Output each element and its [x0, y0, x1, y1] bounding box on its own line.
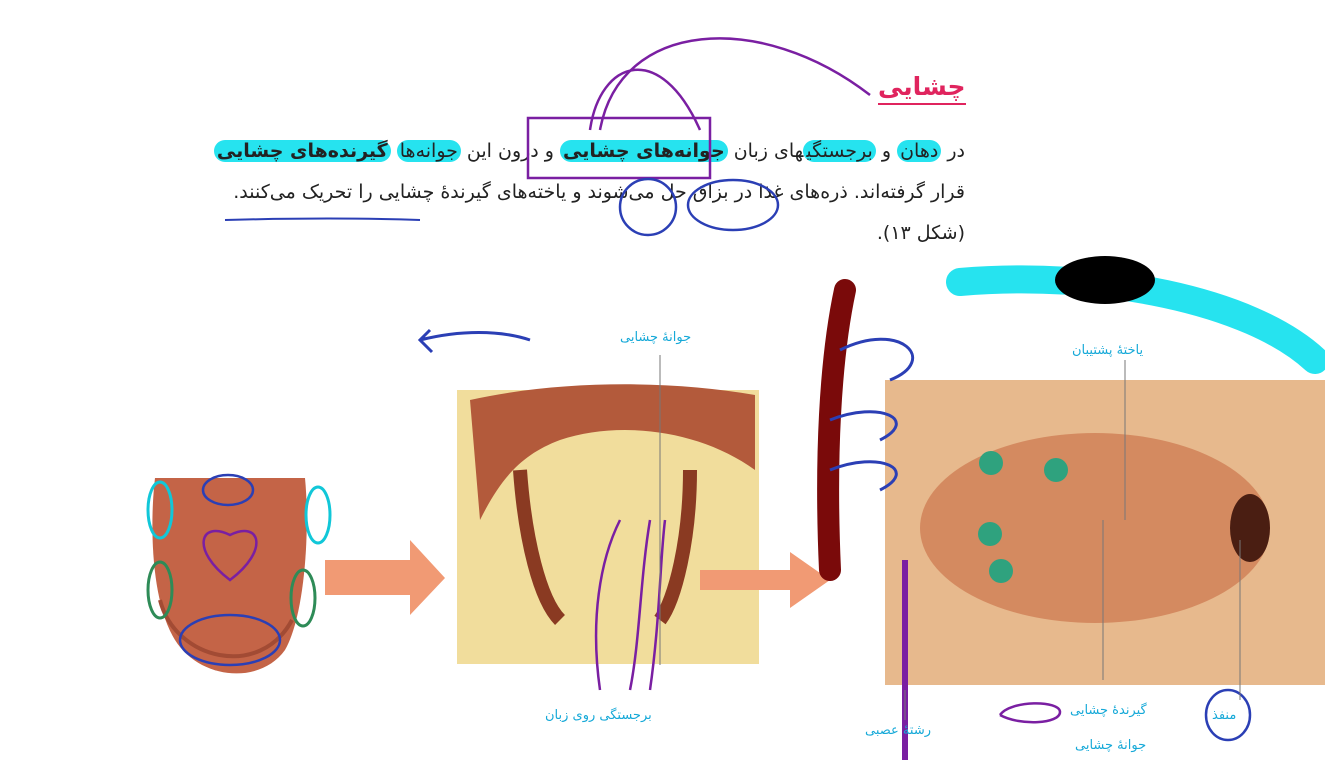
label-yakhteh-poshtiban: یاخته‌ٔ پشتیبان [1072, 343, 1143, 358]
receptor-cell-3 [978, 522, 1002, 546]
receptor-cell-2 [1044, 458, 1068, 482]
label-manfaz: منفذ [1212, 708, 1236, 723]
label-girandeh-chashayi: گیرندهٔ چشایی [1070, 703, 1147, 718]
label-reshteh-asabi: رشتهٔ عصبی [865, 723, 931, 738]
purple-spiral [1000, 703, 1060, 722]
cyan-oval-right [306, 487, 330, 543]
purple-arc-2 [590, 70, 700, 130]
purple-box-javaneh [528, 118, 710, 178]
tongue-illustration [152, 478, 306, 673]
purple-arc-1 [600, 38, 870, 130]
receptor-cell-1 [979, 451, 1003, 475]
blue-underline [225, 219, 420, 221]
blue-arrow-barjastegi [420, 330, 530, 352]
arrow-tongue-to-papilla [325, 540, 445, 615]
receptor-cell-4 [989, 559, 1013, 583]
label-barjastegi-zaban: برجستگی روی زبان [545, 708, 652, 723]
label-javaneh-bottom: جوانهٔ چشایی [1075, 738, 1146, 753]
taste-bud-body [920, 433, 1270, 623]
blue-circle-tahrik [688, 180, 778, 230]
dark-red-bar [828, 290, 845, 570]
label-javaneh-top: جوانهٔ چشایی [620, 330, 691, 345]
taste-pore [1230, 494, 1270, 562]
blue-circle-bozagh [620, 179, 676, 235]
black-blob [1055, 256, 1155, 304]
